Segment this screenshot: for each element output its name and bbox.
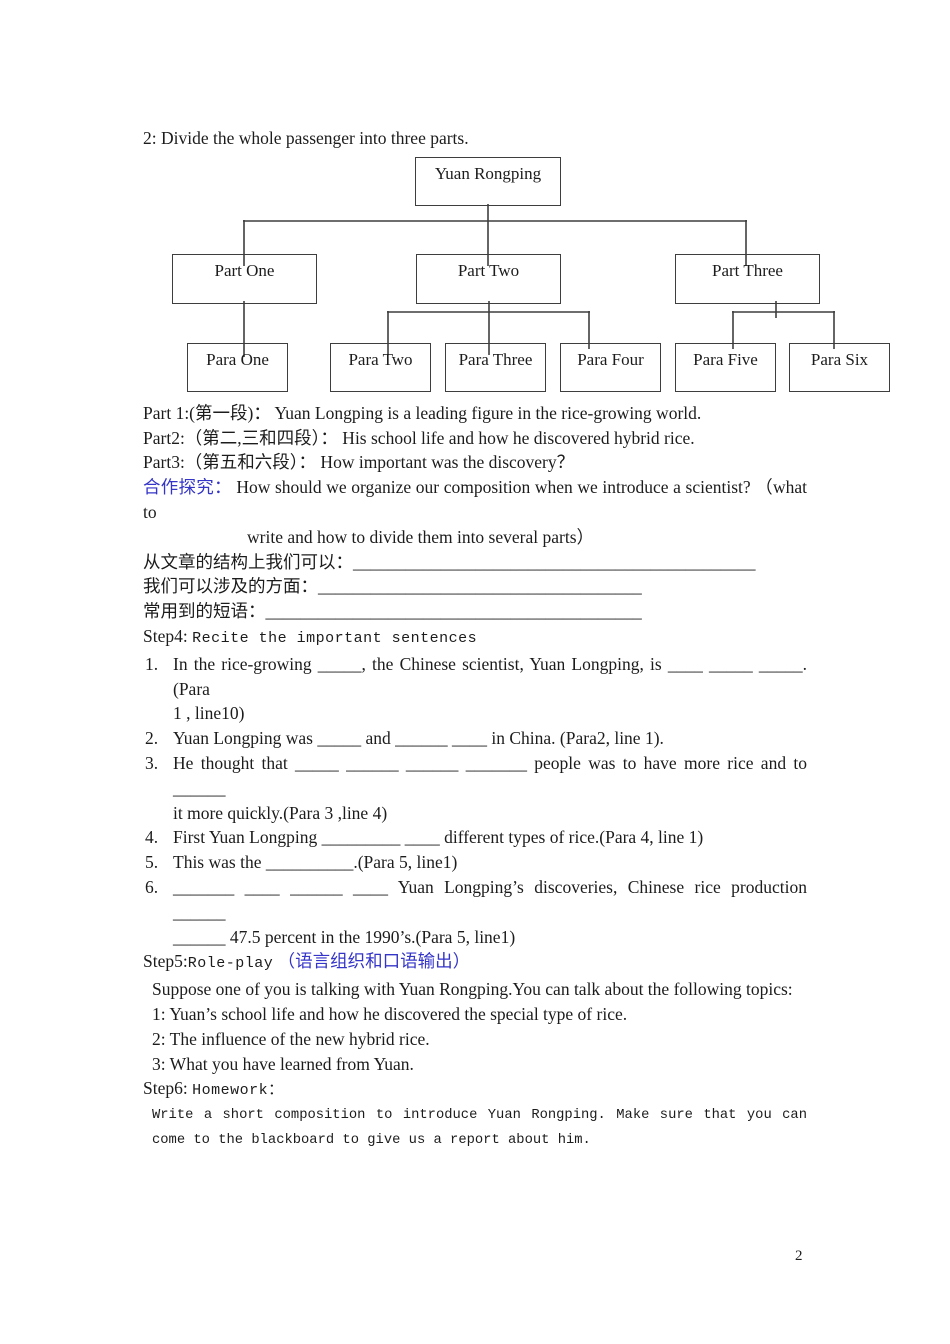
sentence-item-1: 1. In the rice-growing _____, the Chines… bbox=[143, 652, 807, 726]
structure-diagram: Yuan Rongping Part One Part Two Part Thr… bbox=[0, 151, 950, 401]
fill-structure-blank: ________________________________________… bbox=[353, 551, 756, 572]
cooperation-question: How should we organize our composition w… bbox=[143, 477, 812, 522]
roleplay-topic-3: 3: What you have learned from Yuan. bbox=[152, 1053, 414, 1074]
para-three-label: Para Three bbox=[458, 349, 533, 369]
homework-line: come to the blackboard to give us a repo… bbox=[152, 1132, 591, 1148]
homework-line: Write a short composition to introduce Y… bbox=[152, 1108, 807, 1124]
step6-title: Homework： bbox=[192, 1082, 284, 1100]
diagram-root-box: Yuan Rongping bbox=[415, 156, 561, 206]
fill-phrases-label: 常用到的短语： bbox=[143, 601, 266, 622]
sentence-line: 1 , line10) bbox=[173, 703, 245, 724]
part-one-label: Part One bbox=[214, 260, 275, 280]
para-six-label: Para Six bbox=[810, 349, 869, 369]
para-five-label: Para Five bbox=[693, 349, 758, 369]
diagram-part-two-box: Part Two bbox=[416, 253, 561, 304]
part-three-label: Part Three bbox=[712, 260, 783, 280]
para-one-label: Para One bbox=[206, 349, 269, 369]
sentence-item-5: 5. This was the __________.(Para 5, line… bbox=[143, 850, 807, 875]
sentence-line: ______ 47.5 percent in the 1990’s.(Para … bbox=[173, 926, 516, 947]
homework-text: Write a short composition to introduce Y… bbox=[152, 1104, 807, 1154]
part3-summary: Part3:（第五和六段）： How important was the dis… bbox=[143, 452, 575, 473]
fill-structure: 从文章的结构上我们可以：____________________________… bbox=[143, 550, 807, 575]
roleplay-intro: Suppose one of you is talking with Yuan … bbox=[152, 979, 793, 1000]
fill-aspects-blank: _____________________________________ bbox=[318, 576, 642, 597]
step5-heading: Step5:Role-play （语言组织和口语输出） bbox=[143, 949, 807, 977]
sentence-number: 2. bbox=[145, 728, 159, 749]
diagram-part-one-box: Part One bbox=[172, 253, 317, 304]
intro-line: 2: Divide the whole passenger into three… bbox=[143, 128, 469, 148]
cooperation-line1: 合作探究： How should we organize our composi… bbox=[143, 475, 807, 525]
sentence-item-6: 6. _______ ____ ______ ____ Yuan Longpin… bbox=[143, 875, 807, 949]
page-number: 2 bbox=[795, 1248, 803, 1264]
para-four-label: Para Four bbox=[577, 349, 644, 369]
diagram-para-two-box: Para Two bbox=[330, 342, 431, 392]
fill-phrases-blank: ________________________________________… bbox=[265, 601, 642, 622]
diagram-para-four-box: Para Four bbox=[560, 342, 661, 392]
step4-heading: Step4: Recite the important sentences bbox=[143, 624, 807, 652]
diagram-connectors bbox=[243, 203, 835, 357]
sentence-number: 4. bbox=[145, 827, 159, 848]
sentence-number: 6. bbox=[145, 876, 159, 897]
fill-phrases: 常用到的短语：_________________________________… bbox=[143, 599, 807, 624]
sentence-item-2: 2. Yuan Longping was _____ and ______ __… bbox=[143, 726, 807, 751]
roleplay-topic-2: 2: The influence of the new hybrid rice. bbox=[152, 1028, 430, 1049]
diagram-para-five-box: Para Five bbox=[675, 342, 776, 392]
step4-title: Recite the important sentences bbox=[192, 629, 478, 647]
step5-label: Step5: bbox=[143, 951, 188, 972]
part2-summary: Part2:（第二,三和四段）： His school life and how… bbox=[143, 427, 695, 448]
part-two-label: Part Two bbox=[457, 260, 520, 280]
diagram-para-three-box: Para Three bbox=[445, 342, 546, 392]
sentence-number: 1. bbox=[145, 653, 159, 674]
step4-label: Step4: bbox=[143, 625, 188, 646]
sentence-line: it more quickly.(Para 3 ,line 4) bbox=[173, 802, 388, 823]
step5-title: Role-play bbox=[187, 955, 274, 973]
step5-note: （语言组织和口语输出） bbox=[277, 951, 471, 972]
sentence-line: First Yuan Longping _________ ____ diffe… bbox=[173, 827, 704, 848]
sentence-item-3: 3. He thought that _____ ______ ______ _… bbox=[143, 751, 807, 825]
step6-label: Step6: bbox=[143, 1078, 188, 1099]
sentence-line: This was the __________.(Para 5, line1) bbox=[173, 852, 458, 873]
fill-structure-label: 从文章的结构上我们可以： bbox=[143, 551, 353, 572]
sentence-number: 3. bbox=[145, 752, 159, 773]
sentence-line: Yuan Longping was _____ and ______ ____ … bbox=[173, 728, 664, 749]
diagram-para-six-box: Para Six bbox=[789, 342, 890, 392]
diagram-part-three-box: Part Three bbox=[675, 253, 820, 304]
diagram-root-label: Yuan Rongping bbox=[434, 163, 542, 183]
sentence-number: 5. bbox=[145, 852, 159, 873]
diagram-para-one-box: Para One bbox=[187, 342, 288, 392]
sentence-line: _______ ____ ______ ____ Yuan Longping’s… bbox=[173, 876, 812, 922]
para-two-label: Para Two bbox=[348, 349, 413, 369]
roleplay-topic-1: 1: Yuan’s school life and how he discove… bbox=[152, 1003, 628, 1024]
part1-summary: Part 1:(第一段)： Yuan Longping is a leading… bbox=[143, 402, 702, 423]
sentence-line: He thought that _____ ______ ______ ____… bbox=[173, 752, 812, 798]
sentence-item-4: 4. First Yuan Longping _________ ____ di… bbox=[143, 825, 807, 850]
fill-aspects: 我们可以涉及的方面：______________________________… bbox=[143, 574, 807, 599]
sentence-line: In the rice-growing _____, the Chinese s… bbox=[173, 653, 812, 699]
fill-aspects-label: 我们可以涉及的方面： bbox=[143, 576, 318, 597]
step6-heading: Step6: Homework： bbox=[143, 1076, 807, 1104]
cooperation-label: 合作探究： bbox=[143, 477, 232, 498]
cooperation-line2: write and how to divide them into severa… bbox=[247, 526, 595, 547]
